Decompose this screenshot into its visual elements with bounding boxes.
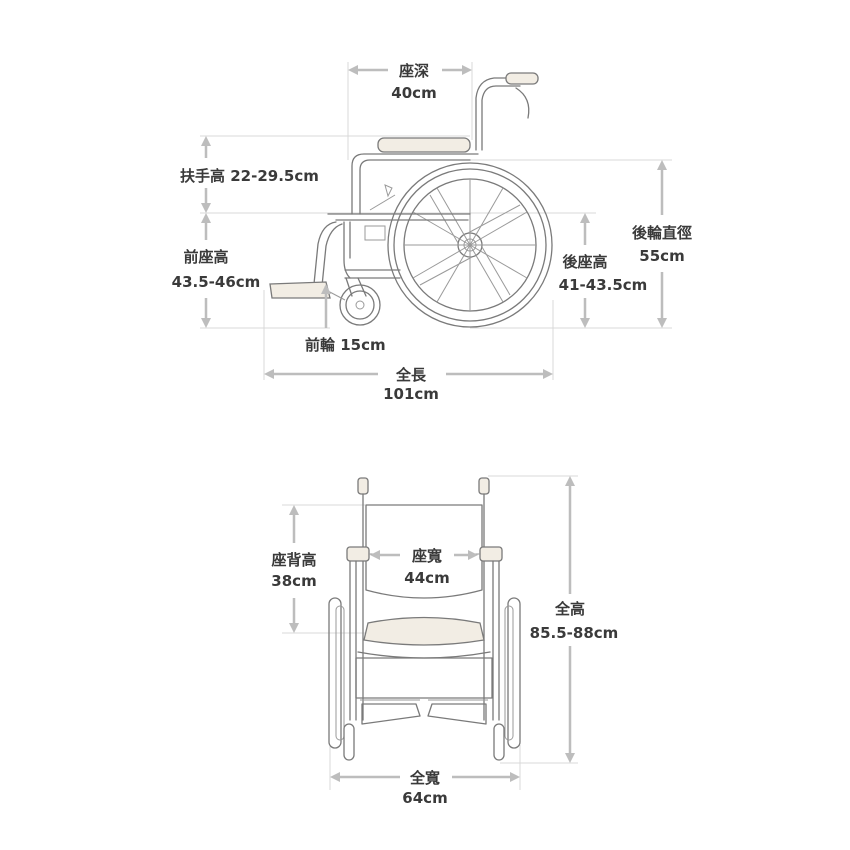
dim-overall-length: 全長 101cm <box>264 366 553 403</box>
dim-seat-depth: 座深 40cm <box>348 62 472 102</box>
backrest-height-value: 38cm <box>271 572 316 590</box>
seat-width-value: 44cm <box>404 569 449 587</box>
overall-height-name: 全高 <box>554 600 585 618</box>
front-extension-lines <box>282 475 578 790</box>
right-footplate <box>427 703 487 725</box>
dim-front-seat-height: 前座高 43.5-46cm <box>172 213 261 328</box>
front-seat-height-name: 前座高 <box>183 248 228 266</box>
backrest <box>365 504 483 599</box>
rear-seat-height-value: 41-43.5cm <box>559 276 648 294</box>
front-caster <box>339 277 381 326</box>
rear-seat-height-name: 後座高 <box>561 253 607 271</box>
backrest-height-name: 座背高 <box>270 551 316 569</box>
seat-depth-value: 40cm <box>391 84 436 102</box>
overall-height-value: 85.5-88cm <box>530 624 619 642</box>
dim-rear-seat-height: 後座高 41-43.5cm <box>559 213 648 328</box>
right-rear-wheel <box>507 597 521 749</box>
rear-wheel-diameter-name: 後輪直徑 <box>631 224 692 242</box>
leg-rest <box>313 221 343 287</box>
front-seat-height-value: 43.5-46cm <box>172 273 261 291</box>
armrest-height-label: 扶手高 22-29.5cm <box>180 167 319 185</box>
seat-depth-name: 座深 <box>398 62 429 80</box>
overall-width-value: 64cm <box>402 789 447 807</box>
front-wheel-label: 前輪 15cm <box>305 336 386 354</box>
footplate <box>269 281 331 299</box>
lower-frame <box>344 269 401 279</box>
side-view: 座深 40cm 扶手高 22-29.5cm 前座高 43.5-46cm 後輪 <box>172 62 692 403</box>
armrest-frame <box>351 153 479 215</box>
rear-wheel-diameter-value: 55cm <box>639 247 684 265</box>
seat-width-name: 座寬 <box>411 547 442 565</box>
left-caster <box>343 723 355 761</box>
dim-overall-width: 全寬 64cm <box>330 769 520 807</box>
rear-wheel <box>387 162 553 328</box>
dim-rear-wheel-diameter: 後輪直徑 55cm <box>631 160 692 328</box>
overall-length-value: 101cm <box>383 385 439 403</box>
right-caster <box>493 723 505 761</box>
left-rear-wheel <box>328 597 342 749</box>
seat <box>363 616 485 646</box>
left-footplate <box>361 703 421 725</box>
push-handle <box>475 72 539 151</box>
side-extension-lines <box>200 62 672 380</box>
front-view: 座背高 38cm 座寬 44cm 全高 85.5-88cm 全寬 <box>270 475 619 807</box>
dim-overall-height: 全高 85.5-88cm <box>530 476 619 763</box>
dim-seat-width: 座寬 44cm <box>370 547 478 587</box>
overall-width-name: 全寬 <box>409 769 440 787</box>
armrest-pad <box>377 137 471 153</box>
overall-length-name: 全長 <box>395 366 427 384</box>
dim-backrest-height: 座背高 38cm <box>270 505 317 633</box>
wheelchair-front-drawing <box>328 477 521 761</box>
wheelchair-side-drawing <box>269 72 553 328</box>
dim-armrest-height: 扶手高 22-29.5cm <box>180 136 319 213</box>
dim-front-wheel: 前輪 15cm <box>305 284 386 354</box>
